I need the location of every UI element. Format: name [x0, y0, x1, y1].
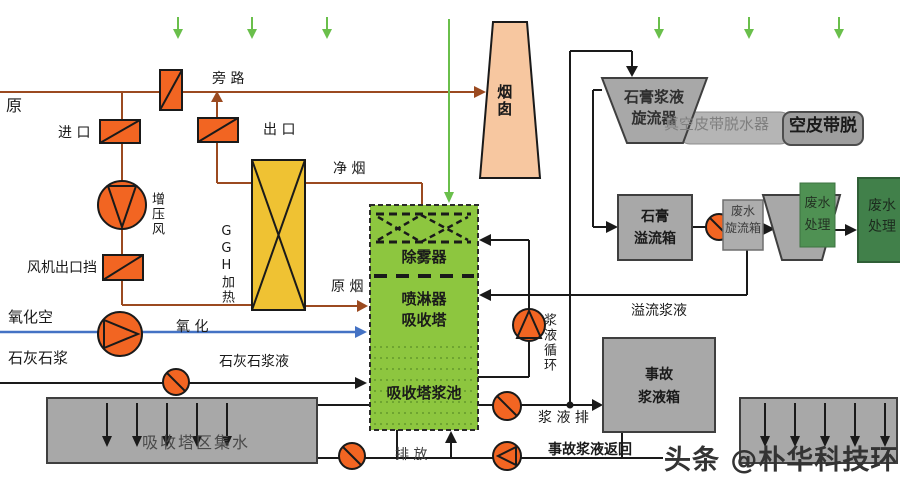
wastewater-cyclone-box	[722, 199, 764, 251]
absorber-tower	[369, 204, 479, 431]
gypsum-cyclone	[600, 77, 709, 144]
slurry-discharge-pump	[492, 391, 522, 421]
wastewater-treatment-box-b	[857, 177, 900, 263]
oxidation-air-label: 氧化空	[8, 308, 54, 326]
overflow-slurry-label: 溢流浆液	[631, 303, 687, 319]
slurry-discharge-label: 浆 液 排	[538, 410, 589, 426]
gypsum-overflow-tank-line1: 石膏	[641, 209, 669, 225]
wastewater-cyclone-line2: 旋流箱	[724, 221, 761, 235]
oxidation-label: 氧 化	[176, 319, 209, 335]
wastewater-cyclone-label: 废水 旋流箱	[723, 203, 763, 237]
oxidation-fan	[97, 311, 143, 357]
emergency-return-pump	[492, 441, 522, 471]
bypass-damper	[159, 69, 183, 111]
sump-discharge-pump	[338, 442, 366, 470]
fan-outlet-damper	[102, 254, 144, 281]
chimney-label: 烟囱	[495, 84, 514, 118]
wastewater-treatment-a-line2: 处理	[804, 218, 831, 233]
gypsum-overflow-tank	[617, 194, 693, 261]
raw-gas-label: 原 烟	[331, 279, 364, 295]
vacuum-belt-box-label: 空皮带脱	[789, 116, 857, 136]
watermark: 头条 @朴华科技环保	[664, 445, 899, 476]
outlet-damper	[197, 117, 239, 143]
absorber-area-sump-tank	[46, 397, 318, 464]
slurry-circulation-pump	[512, 308, 546, 342]
bypass-label: 旁 路	[212, 71, 245, 87]
vacuum-belt-label-box	[782, 111, 864, 146]
wastewater-treatment-b-line2: 处理	[868, 219, 896, 235]
emergency-tank-line2: 浆液箱	[638, 390, 680, 406]
outlet-label: 出 口	[263, 122, 296, 138]
gypsum-cyclone-label-line1: 石膏浆液	[623, 88, 684, 106]
slurry-circulation-label: 浆液循环	[540, 313, 556, 373]
emergency-slurry-tank	[602, 337, 716, 433]
ggh-heat-exchanger	[251, 159, 306, 311]
emergency-return-label: 事故浆液返回	[548, 442, 632, 458]
fans-and-pumps	[97, 180, 546, 471]
wastewater-treatment-b-label: 废水 处理	[858, 196, 900, 238]
wastewater-treatment-b-line1: 废水	[868, 198, 896, 214]
wastewater-treatment-box-a	[799, 182, 836, 248]
oxidation-air-pipe	[0, 326, 367, 338]
inlet-damper	[99, 119, 141, 144]
absorber-label: 吸收塔	[401, 311, 447, 329]
absorber-area-sump-label: 吸收塔区集水	[142, 433, 251, 452]
dewatering-area-sump-tank	[739, 397, 898, 464]
sprayer-label: 喷淋器	[401, 290, 447, 308]
inlet-label: 进 口	[58, 125, 91, 141]
gypsum-overflow-tank-line2: 溢流箱	[634, 231, 676, 247]
discharge-label: 排 放	[395, 447, 428, 463]
emergency-tank-line1: 事故	[645, 367, 673, 383]
limestone-slurry-line-label: 石灰石浆液	[219, 354, 289, 370]
ggh-label: GGH加热	[218, 224, 234, 305]
fan-outlet-damper-label: 风机出口挡	[27, 260, 97, 276]
wastewater-cyclone-line1: 废水	[730, 204, 755, 218]
limestone-slurry-pump	[162, 368, 190, 396]
absorber-pool-label: 吸收塔浆池	[386, 384, 462, 402]
limestone-slurry-label: 石灰石浆	[8, 349, 69, 367]
gypsum-overflow-tank-label: 石膏 溢流箱	[618, 206, 692, 250]
booster-fan	[97, 180, 147, 231]
demister-label: 除雾器	[401, 248, 447, 266]
wastewater-treatment-a-label: 废水 处理	[800, 193, 835, 237]
dampers	[99, 69, 239, 281]
vacuum-belt-dewaterer-label: 真空皮带脱水器	[664, 115, 770, 133]
process-water-pipes	[173, 17, 844, 203]
gypsum-cyclone-label: 石膏浆液 旋流器	[600, 87, 708, 129]
gypsum-cyclone-label-line2: 旋流器	[631, 109, 677, 127]
raw-gas-inlet-label: 原	[6, 96, 23, 115]
clean-gas-label: 净 烟	[333, 161, 366, 177]
booster-fan-label: 增压风	[148, 192, 164, 237]
wastewater-treatment-a-line1: 废水	[804, 196, 831, 211]
emergency-tank-label: 事故 浆液箱	[603, 364, 715, 410]
chimney	[478, 21, 542, 179]
